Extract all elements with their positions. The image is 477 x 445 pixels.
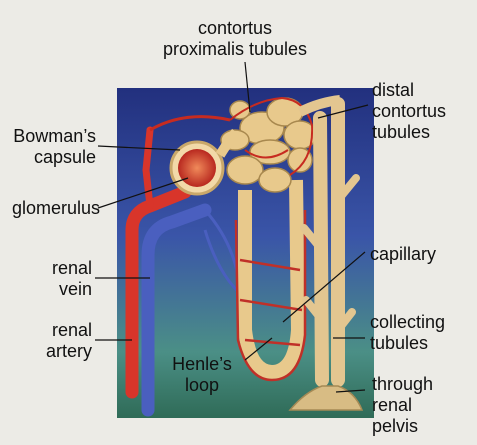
- tubule-neck: [215, 128, 240, 158]
- label-renal-artery: renal artery: [45, 320, 92, 361]
- proximal-tubule-cluster: [220, 97, 317, 193]
- leader-lines: [95, 61, 369, 393]
- glomerulus: [178, 149, 216, 187]
- loop-capillary-net: [234, 210, 307, 382]
- label-renal-pelvis: through renal pelvis: [372, 374, 434, 436]
- label-henles-loop: Henle’s loop: [172, 354, 232, 395]
- label-renal-vein: renal vein: [51, 258, 92, 299]
- artery-branch: [142, 126, 154, 210]
- label-collecting-tubules: collecting tubules: [370, 312, 446, 353]
- label-capillary: capillary: [370, 244, 437, 264]
- label-glomerulus: glomerulus: [11, 198, 100, 218]
- capillary-on-tubules: [229, 96, 314, 176]
- collecting-tubule-top: [297, 95, 341, 117]
- afferent-arteriole: [149, 115, 231, 132]
- label-distal-contortus: distal contortus tubules: [372, 80, 447, 142]
- label-bowmans-capsule: Bowman’s capsule: [13, 126, 96, 167]
- label-contortus-proximalis: contortus proximalis tubules: [162, 18, 308, 59]
- collecting-branches: [300, 174, 360, 334]
- renal-vein: [141, 203, 212, 417]
